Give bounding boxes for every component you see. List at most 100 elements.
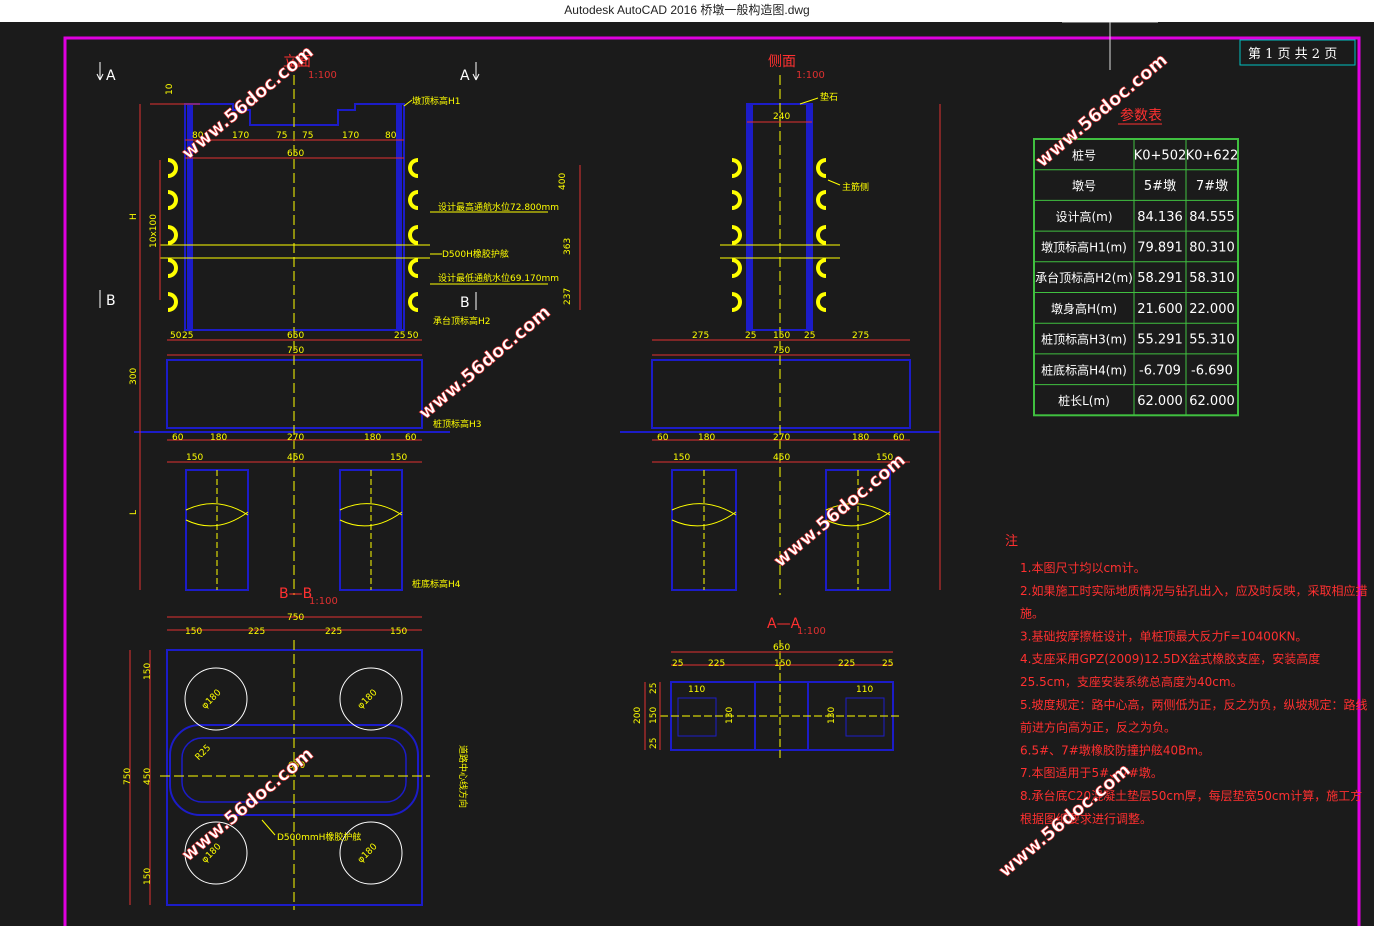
dim-side-piles-1: 60 <box>657 433 669 443</box>
front-view-scale: 1:100 <box>308 70 337 81</box>
dim-aa-inner-2: 130 <box>827 707 837 724</box>
bb-pile-2 <box>339 667 403 731</box>
param-table-cell: 84.555 <box>1189 210 1235 225</box>
dim-front-piles-5: 60 <box>405 433 417 443</box>
label-pile-bottom: 桩底标高H4 <box>412 578 461 590</box>
side-fender-icons <box>732 158 826 312</box>
dim-front-piles2-3: 150 <box>390 453 407 463</box>
bb-pile-4 <box>339 821 403 885</box>
dim-side-piles2-3: 150 <box>876 453 893 463</box>
note-line: 4.支座采用GPZ(2009)12.5DX盆式橡胶支座，安装高度 <box>1020 651 1320 666</box>
dim-front-footing-3: 650 <box>287 331 304 341</box>
dim-bb-top-3: 225 <box>325 627 342 637</box>
label-design-low: 设计最低通航水位69.170mm <box>438 272 559 284</box>
param-table-cell: -6.690 <box>1191 363 1233 378</box>
dim-side-piles2-2: 450 <box>773 453 790 463</box>
dim-bb-top-2: 225 <box>248 627 265 637</box>
param-table-cell: 承台顶标高H2(m) <box>1035 270 1133 285</box>
param-table-cell: 桩顶标高H3(m) <box>1041 332 1127 347</box>
note-line: 1.本图尺寸均以cm计。 <box>1020 561 1146 575</box>
param-table-cell: 80.310 <box>1189 240 1235 255</box>
page-label-box <box>1239 39 1356 66</box>
dim-aa-inner-1: 130 <box>725 707 735 724</box>
notes-title: 注 <box>1005 534 1018 549</box>
param-table-cell: 桩底标高H4(m) <box>1041 362 1127 377</box>
dim-bb-750: 750 <box>287 613 304 623</box>
dim-left-1: 10 <box>165 83 175 95</box>
dim-side-piles-5: 60 <box>893 433 905 443</box>
label-cap-top: 墩顶标高H1 <box>412 95 461 107</box>
dim-side-piles-4: 180 <box>852 433 869 443</box>
dim-aa-top-1: 25 <box>672 659 683 669</box>
notes-block: 注 1.本图尺寸均以cm计。 2.如果施工时实际地质情况与钻孔出入，应及时反映，采… <box>1005 534 1367 826</box>
dim-side-footing-3: 150 <box>773 331 790 341</box>
note-line: 施。 <box>1020 607 1044 621</box>
label-design-high: 设计最高通航水位72.800mm <box>438 201 559 213</box>
dim-bb-left-2: 450 <box>143 768 153 785</box>
dim-aa-left-4: 200 <box>633 707 643 724</box>
dim-side-piles-2: 180 <box>698 433 715 443</box>
dim-bb-circle-4: φ180 <box>356 842 380 866</box>
pier-body-outline <box>184 103 405 331</box>
dim-side-footing-2: 25 <box>745 331 756 341</box>
param-table-cell: 58.291 <box>1137 271 1183 286</box>
bb-scale: 1:100 <box>309 596 338 607</box>
drawing-svg: 第 1 页 共 2 页 立面 1:100 A A B B <box>63 22 1367 926</box>
dim-left-4: 300 <box>129 368 139 385</box>
param-table-cell: 21.600 <box>1137 302 1183 317</box>
bb-pile-1 <box>184 667 248 731</box>
dim-front-footing-5: 50 <box>407 331 419 341</box>
dim-side-750: 750 <box>773 346 790 356</box>
dim-left-5: L <box>129 510 139 515</box>
dim-front-top-4: 75 <box>302 131 313 141</box>
dim-aa-left-3: 25 <box>649 738 659 749</box>
bb-title: B—B <box>279 586 312 602</box>
label-bearing: 垫石 <box>820 91 838 103</box>
cut-b-right: B <box>460 295 470 311</box>
dim-front-piles-1: 60 <box>172 433 184 443</box>
label-centerline-plan: 道路中心线方向 <box>457 745 469 808</box>
dim-side-footing-1: 275 <box>692 331 709 341</box>
cut-a-left: A <box>106 68 116 84</box>
dim-aa-top-3: 150 <box>774 659 791 669</box>
dim-front-piles2-2: 450 <box>287 453 304 463</box>
dim-front-750: 750 <box>287 346 304 356</box>
cut-b-left: B <box>106 293 116 309</box>
dim-front-piles-2: 180 <box>210 433 227 443</box>
aa-scale: 1:100 <box>797 626 826 637</box>
dim-bb-left-3: 150 <box>143 868 153 885</box>
dim-aa-110-1: 110 <box>688 685 705 695</box>
watermark-4: www.56doc.com <box>770 450 910 572</box>
section-bb: B—B 1:100 150 225 225 150 750 150 450 15… <box>123 586 469 910</box>
dim-front-footing-4: 25 <box>394 331 405 341</box>
dim-front-top-5: 170 <box>342 131 359 141</box>
param-table-cell: 84.136 <box>1137 210 1183 225</box>
label-main-rebar: 主筋侧 <box>842 181 869 193</box>
cut-arrow-icon <box>472 62 480 81</box>
param-table-cell: 墩顶标高H1(m) <box>1041 239 1127 254</box>
dim-bb-top-1: 150 <box>185 627 202 637</box>
front-elevation: 立面 1:100 A A B B <box>96 54 581 595</box>
param-table-cell: 桩长L(m) <box>1058 393 1110 408</box>
note-line: 25.5cm，支座安装系统总高度为40cm。 <box>1020 674 1243 689</box>
section-aa: A—A 1:100 650 25 225 150 225 25 110 110 … <box>633 616 900 760</box>
dim-bb-top-4: 150 <box>390 627 407 637</box>
dim-aa-left-1: 25 <box>649 683 659 694</box>
param-table-header-cell: 桩号 <box>1072 147 1096 162</box>
dim-bb-circle-2: φ180 <box>356 688 380 712</box>
dim-front-vert-1: 400 <box>558 173 568 190</box>
param-table-cell: 79.891 <box>1137 240 1183 255</box>
dim-front-top-1: 80 <box>192 131 204 141</box>
sheet-frame <box>63 36 1361 926</box>
drawing-canvas[interactable]: 第 1 页 共 2 页 立面 1:100 A A B B <box>0 22 1374 926</box>
param-table-cell: 墩身高H(m) <box>1051 301 1117 316</box>
side-view-scale: 1:100 <box>796 70 825 81</box>
dim-left-3: 10x100 <box>149 214 159 248</box>
label-pile-top: 桩顶标高H3 <box>433 418 482 430</box>
note-line: 8.承台底C20混凝土垫层50cm厚，每层垫宽50cm计算，施工方 <box>1020 788 1362 803</box>
page-label: 第 1 页 共 2 页 <box>1248 47 1337 62</box>
note-line: 2.如果施工时实际地质情况与钻孔出入，应及时反映，采取相应措 <box>1020 583 1367 598</box>
dim-side-footing-4: 25 <box>804 331 815 341</box>
dim-front-top-3: 75 <box>276 131 287 141</box>
